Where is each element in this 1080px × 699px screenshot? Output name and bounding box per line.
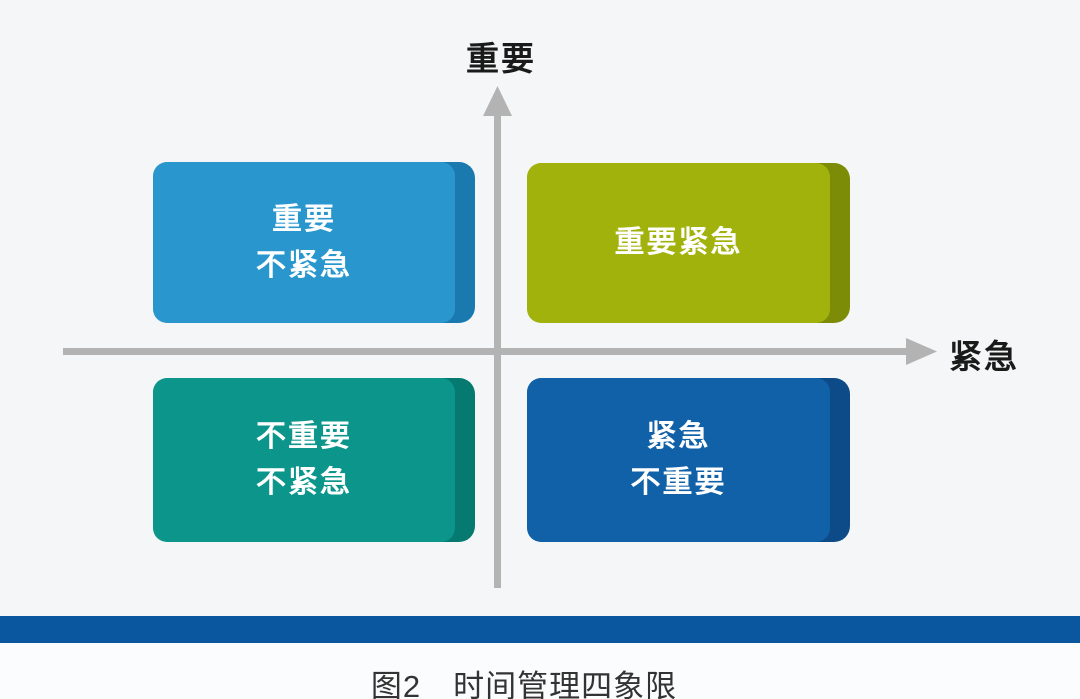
quadrant-label-line: 不重要 <box>256 420 352 453</box>
quadrant-urgent-not-important: 紧急 不重要 <box>527 378 850 542</box>
horizontal-axis-line <box>63 348 911 355</box>
quadrant-label-line: 不重要 <box>630 466 727 499</box>
quadrant-important-urgent: 重要紧急 <box>527 163 850 323</box>
quadrant-face: 重要紧急 <box>527 163 830 323</box>
quadrant-face: 紧急 不重要 <box>527 378 830 542</box>
quadrant-not-important-not-urgent: 不重要 不紧急 <box>153 378 475 542</box>
divider-bar <box>0 616 1080 643</box>
quadrant-face: 重要 不紧急 <box>153 162 455 323</box>
quadrant-label-line: 重要 <box>272 202 336 236</box>
horizontal-axis-label: 紧急 <box>949 338 1019 375</box>
horizontal-axis-arrow-icon <box>906 338 937 365</box>
quadrant-label-line: 重要紧急 <box>614 226 743 259</box>
quadrant-important-not-urgent: 重要 不紧急 <box>153 162 475 323</box>
vertical-axis-label: 重要 <box>466 40 536 77</box>
quadrant-label-line: 不紧急 <box>256 248 352 282</box>
vertical-axis-arrow-icon <box>483 86 512 116</box>
quadrant-face: 不重要 不紧急 <box>153 378 455 542</box>
quadrant-label-line: 紧急 <box>646 420 711 453</box>
caption-background-strip <box>0 643 1080 699</box>
figure-caption: 图2 时间管理四象限 <box>370 669 678 699</box>
vertical-axis-line <box>494 105 501 588</box>
quadrant-label-line: 不紧急 <box>256 466 352 499</box>
